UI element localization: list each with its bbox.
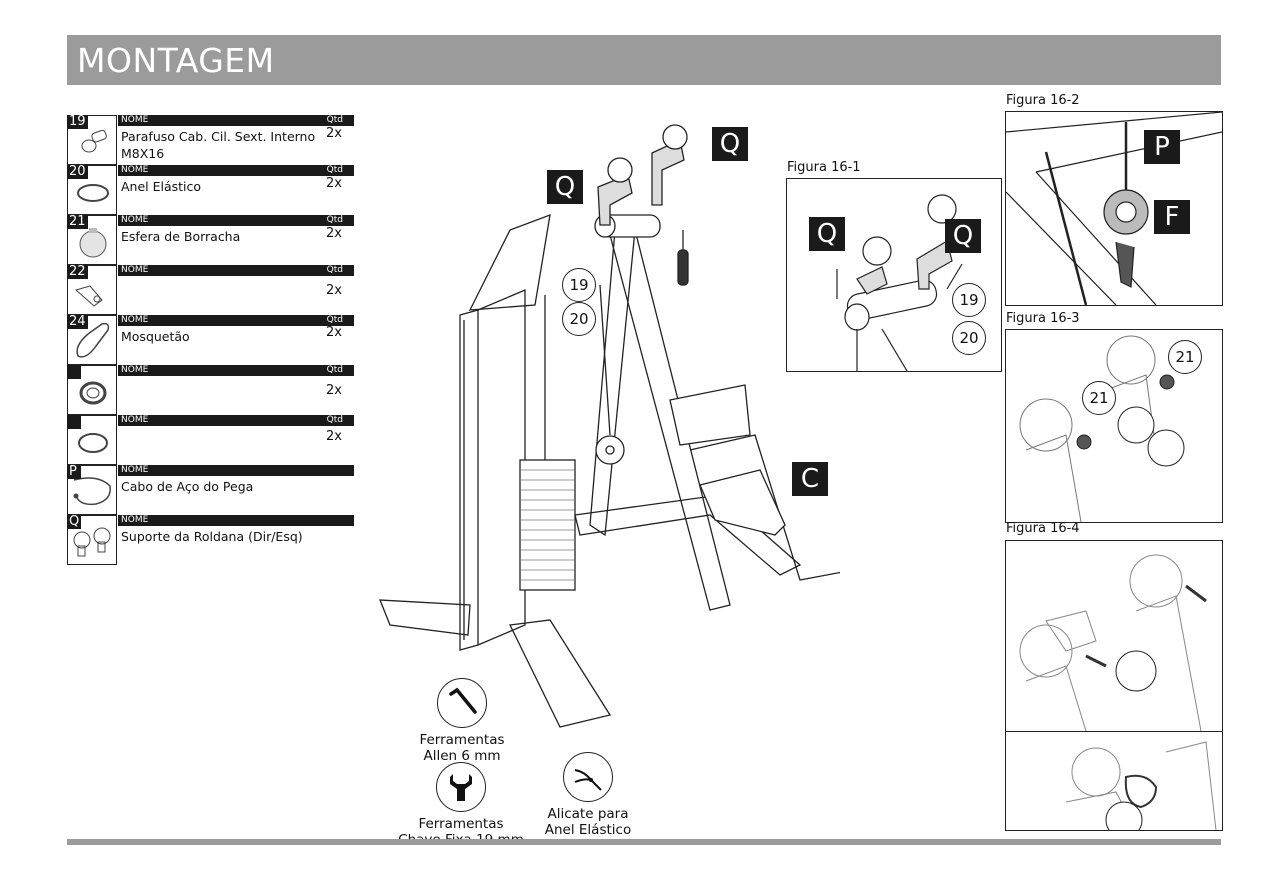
part-id: 22 — [67, 264, 88, 279]
part-name: Suporte da Roldana (Dir/Esq) — [121, 529, 303, 544]
part-number-19: 19 — [562, 268, 596, 302]
part-name: Parafuso Cab. Cil. Sext. Interno M8X16 — [121, 129, 316, 161]
tool-allen-line1: Ferramentas — [419, 732, 505, 748]
tool-pliers-line2: Anel Elástico — [544, 822, 632, 838]
callout-q-right: Q — [712, 127, 748, 161]
figure-16-4-label: Figura 16-4 — [1006, 521, 1080, 536]
figure-16-3: 21 21 — [1005, 329, 1223, 523]
tool-allen: Ferramentas Allen 6 mm — [412, 678, 512, 764]
tool-wrench: Ferramentas Chave Fixa 19 mm — [396, 762, 526, 848]
part-header-bar: NOME — [118, 465, 354, 476]
allen-key-icon — [437, 678, 487, 728]
part-qty: 2x — [326, 126, 342, 141]
part-id: 19 — [67, 114, 88, 129]
fig1-number-19: 19 — [952, 283, 986, 317]
callout-c: C — [792, 462, 828, 496]
fig3-number-21b: 21 — [1082, 381, 1116, 415]
part-id: 20 — [67, 164, 88, 179]
part-id: 24 — [67, 314, 88, 329]
figure-16-4-drawing — [1019, 554, 1207, 731]
callout-q-left: Q — [547, 170, 583, 204]
part-name: Cabo de Aço do Pega — [121, 479, 254, 494]
part-header-bar: NOME — [118, 515, 354, 526]
tool-pliers-line1: Alicate para — [547, 806, 629, 822]
part-qty: 2x — [326, 383, 342, 398]
part-name: Esfera de Borracha — [121, 229, 241, 244]
fig1-callout-q2: Q — [945, 219, 981, 253]
fig1-number-20: 20 — [952, 321, 986, 355]
machine-assembly-drawing — [379, 124, 840, 728]
part-qty: 2x — [326, 283, 342, 298]
figure-16-4-detail — [1005, 731, 1223, 831]
part-qty: 2x — [326, 325, 342, 340]
figure-16-4-detail-drawing — [1065, 741, 1217, 830]
part-row: P NOME Cabo de Aço do Pega — [67, 465, 354, 515]
part-id: 21 — [67, 214, 88, 229]
part-number-20: 20 — [562, 302, 596, 336]
part-qty: 2x — [326, 176, 342, 191]
snap-ring-icon — [67, 165, 117, 215]
fig1-callout-q1: Q — [809, 217, 845, 251]
figure-16-2-drawing — [1006, 112, 1222, 305]
fig2-callout-p: P — [1144, 130, 1180, 164]
part-qty: 2x — [326, 429, 342, 444]
figure-16-3-label: Figura 16-3 — [1006, 311, 1080, 326]
footer-rule — [67, 839, 1221, 845]
part-id: P — [67, 465, 81, 479]
tool-allen-line2: Allen 6 mm — [423, 748, 501, 764]
figure-16-1-label: Figura 16-1 — [787, 160, 861, 175]
part-id: Q — [67, 514, 82, 529]
fig3-number-21a: 21 — [1168, 340, 1202, 374]
figure-16-3-drawing — [1019, 335, 1185, 522]
page-title: MONTAGEM — [77, 41, 275, 80]
part-name: Anel Elástico — [121, 179, 202, 194]
figure-16-1: Q Q 19 20 — [786, 178, 1002, 372]
figure-16-2: P F — [1005, 111, 1223, 306]
page-header: MONTAGEM — [67, 35, 1221, 85]
snap-ring-pliers-icon — [563, 752, 613, 802]
wrench-icon — [436, 762, 486, 812]
part-name: Mosquetão — [121, 329, 190, 344]
part-id — [67, 415, 81, 429]
figure-16-1-drawing — [836, 194, 963, 371]
fig2-callout-f: F — [1154, 200, 1190, 234]
figure-16-2-label: Figura 16-2 — [1006, 93, 1080, 108]
tool-pliers: Alicate para Anel Elástico — [540, 752, 636, 838]
tool-wrench-line1: Ferramentas — [418, 816, 504, 832]
part-id — [67, 365, 81, 379]
figure-16-4 — [1005, 540, 1223, 732]
part-qty: 2x — [326, 226, 342, 241]
part-row: Q NOME Suporte da Roldana (Dir/Esq) — [67, 515, 354, 565]
